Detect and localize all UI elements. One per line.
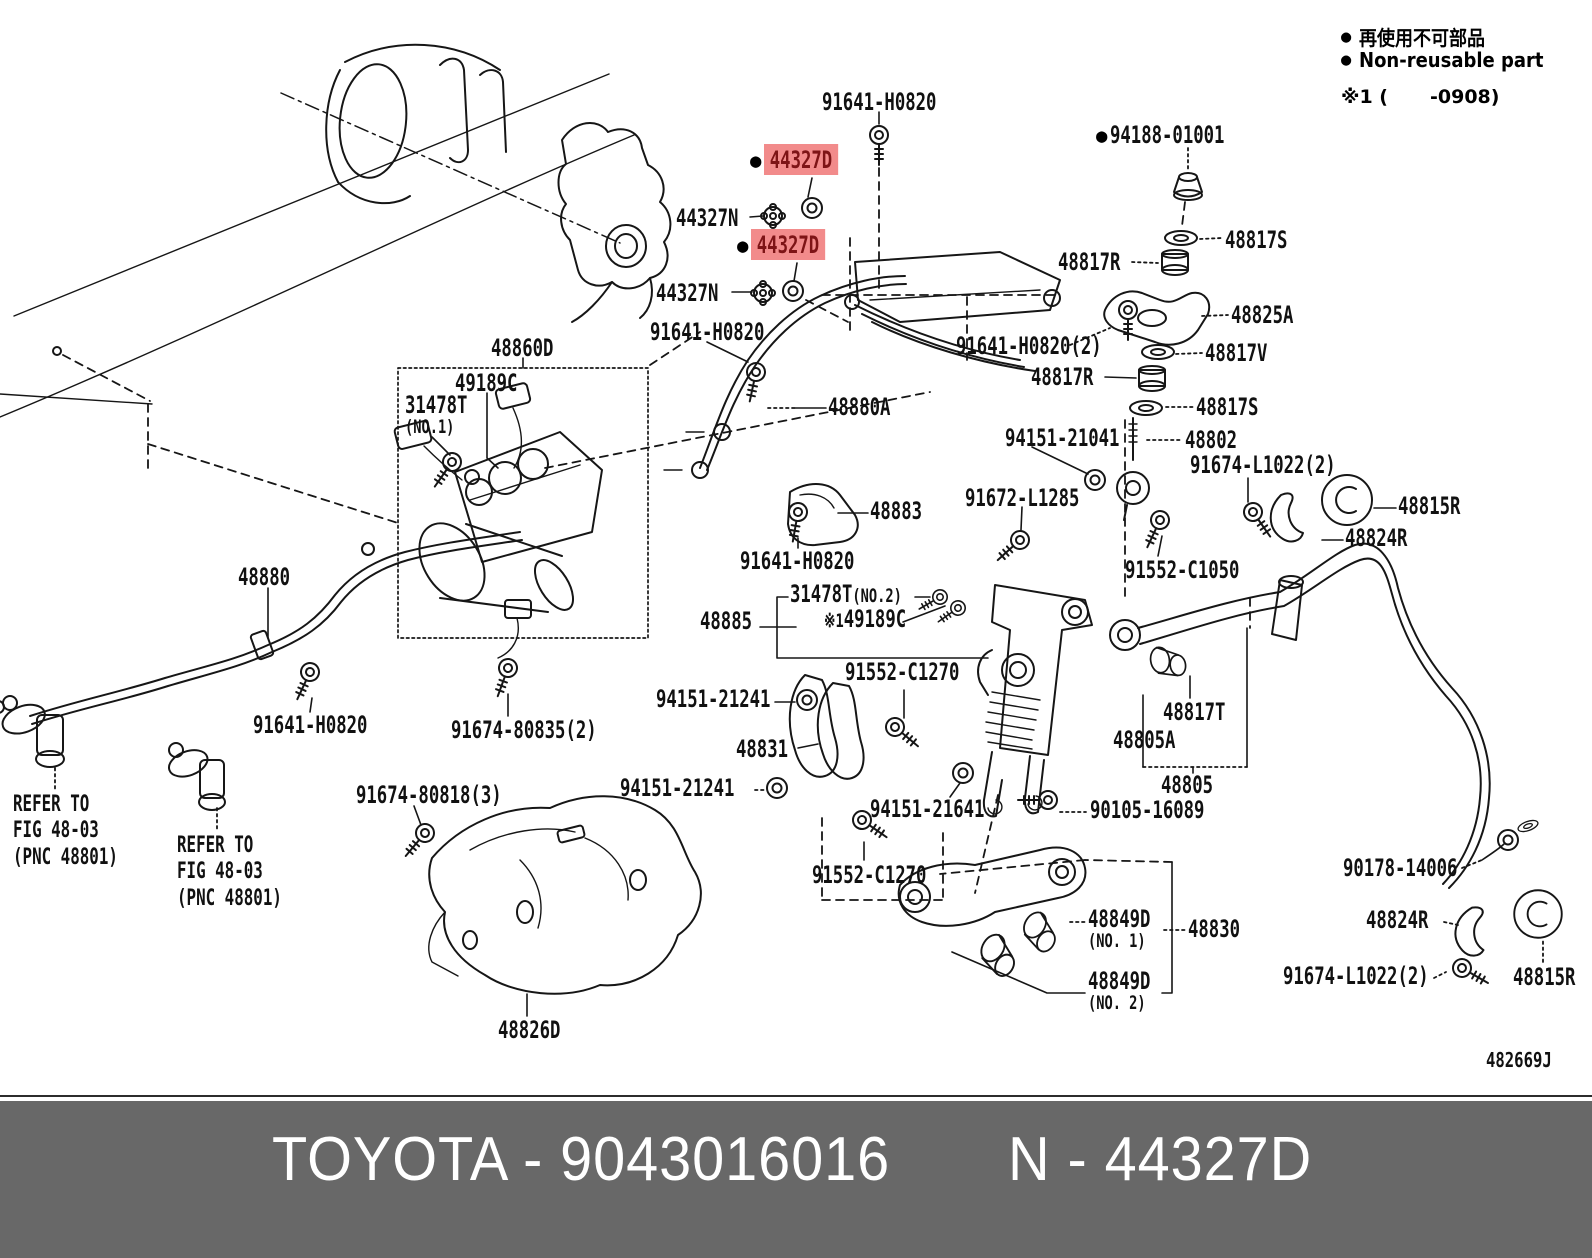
part-label-31478T: 31478T(NO.1) [405,391,468,438]
part-label-49189C: ※149189C [824,605,907,633]
legend-row-en: ● Non-reusable part [1341,48,1564,74]
part-label-49189C: 49189C [455,369,518,397]
tube-48880-art [29,531,523,725]
part-label-94151-21241: 94151-21241 [620,774,735,802]
part-label-91672-L1285: 91672-L1285 [965,484,1080,512]
part-label-91641-H0820: 91641-H0820 [822,88,937,116]
part-label-48831: 48831 [736,735,789,763]
mount-stack-art [1069,147,1229,416]
part-label-48805: 48805 [1161,771,1214,799]
non-reusable-dot-icon: ● [750,150,762,172]
non-reusable-dot-icon: ● [1341,26,1352,47]
legend-jp-text: 再使用不可部品 [1359,26,1486,50]
part-label-44327N: 44327N [656,279,719,307]
part-label-48805A: 48805A [1113,726,1176,754]
part-label-48824R: 48824R [1345,524,1408,552]
non-reusable-dot-icon: ● [1341,50,1352,70]
legend-row-jp: ● 再使用不可部品 [1341,22,1564,50]
sensor-bracket-art [759,586,989,659]
part-label-91674-80818(3): 91674-80818(3) [356,781,502,809]
part-label-91641-H0820: 91641-H0820 [650,318,765,346]
part-label-91641-H0820: 91641-H0820 [740,547,855,575]
part-label-94151-21041: 94151-21041 [1005,424,1120,452]
part-label-31478T: 31478T(NO.2) [790,580,902,608]
part-label-91552-C1270: 91552-C1270 [845,658,960,686]
control-arm-art [897,846,1187,994]
part-label-48880: 48880 [238,563,291,591]
legend-note-prefix: ※1 ( [1341,86,1388,108]
footer-divider [0,1095,1592,1097]
shield-art [397,795,702,1017]
part-label-48824R: 48824R [1366,906,1429,934]
shock-art [754,584,1093,901]
legend-en-text: Non-reusable part [1359,48,1544,72]
part-label-48817R: 48817R [1058,248,1121,276]
diagram-line-art [0,43,1563,1017]
stab-bar-art [1109,542,1563,992]
pipe-48880A-art [663,275,907,549]
part-label-48849D: 48849D(NO. 1) [1088,905,1151,952]
part-label-91552-C1050: 91552-C1050 [1125,556,1240,584]
part-label-94151-21241: 94151-21241 [656,685,771,713]
part-label-48817S: 48817S [1225,226,1288,254]
figure-code: 482669J [1486,1048,1552,1072]
legend-note: ※1 ( -0908) [1341,86,1564,108]
part-label-91641-H0820: 91641-H0820 [253,711,368,739]
part-label-91552-C1270: 91552-C1270 [812,861,927,889]
part-label-91674-L1022(2): 91674-L1022(2) [1190,451,1336,479]
part-label-48817S: 48817S [1196,393,1259,421]
part-label-44327N: 44327N [676,204,739,232]
part-label-48825A: 48825A [1231,301,1294,329]
part-label-48817R: 48817R [1031,363,1094,391]
footer-bar: TOYOTA - 9043016016 N - 44327D [0,1101,1592,1258]
part-label-48815R: 48815R [1398,492,1461,520]
legend-note-suffix: -0908) [1430,86,1500,108]
part-label-48830: 48830 [1188,915,1241,943]
part-label-48860D: 48860D [491,334,554,362]
part-label-48802: 48802 [1185,426,1238,454]
frame-art [0,43,672,471]
part-label-91674-80835(2): 91674-80835(2) [451,716,597,744]
part-label-94151-21641: 94151-21641 [870,795,985,823]
footer-part-number: TOYOTA - 9043016016 [272,1125,891,1194]
part-label-94188-01001: ●94188-01001 [1096,121,1225,149]
part-label-48883: 48883 [870,497,923,525]
legend: ● 再使用不可部品 ● Non-reusable part ※1 ( -0908) [1341,22,1564,108]
part-label-48880A: 48880A [828,393,891,421]
part-label-48815R: 48815R [1513,963,1576,991]
part-label-90105-16089: 90105-16089 [1090,796,1205,824]
stab-link-art [990,417,1397,601]
part-label-44327D: ●44327D [750,144,867,175]
part-label-44327D: ●44327D [737,229,854,260]
footer-pnc-code: N - 44327D [1008,1125,1313,1194]
part-label-48849D: 48849D(NO. 2) [1088,967,1151,1014]
part-label-48817V: 48817V [1205,339,1268,367]
non-reusable-dot-icon: ● [737,235,749,257]
part-label-48885: 48885 [700,607,753,635]
part-label-48817T: 48817T [1163,698,1226,726]
part-label-48826D: 48826D [498,1016,561,1044]
non-reusable-dot-icon: ● [1096,125,1108,147]
part-label-91674-L1022(2): 91674-L1022(2) [1283,962,1429,990]
part-label-90178-14006: 90178-14006 [1343,854,1458,882]
valve-art [0,695,226,832]
part-label-91641-H0820(2): 91641-H0820(2) [956,332,1102,360]
pump-assembly-art [147,331,931,659]
